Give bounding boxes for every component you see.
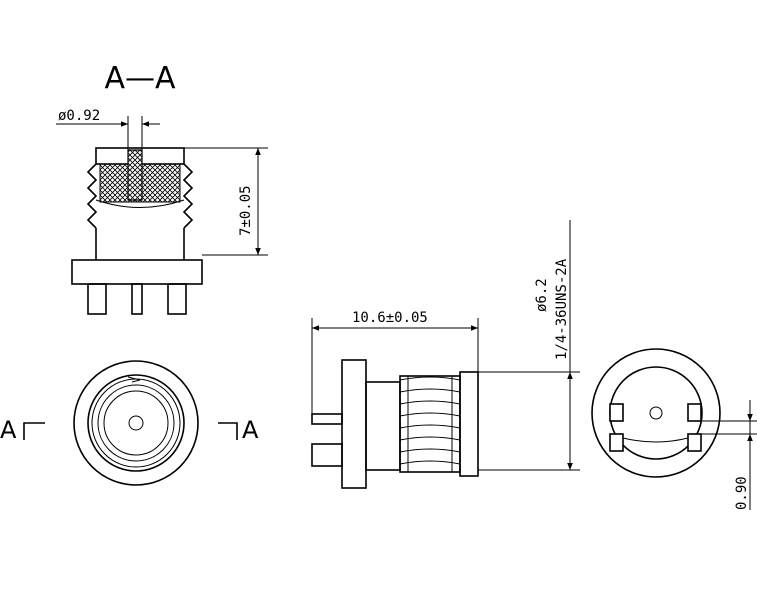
thread-spec-label: 1/4-36UNS-2A (554, 258, 570, 360)
length-label: 10.6±0.05 (352, 310, 428, 326)
height-label: 7±0.05 (238, 185, 254, 236)
section-marker-right-label: A (242, 416, 259, 444)
diameter-dimension: ø6.2 1/4-36UNS-2A (478, 220, 580, 471)
front-view: 0.90 (591, 348, 757, 510)
section-view-a-a: A—A ø0.92 (56, 61, 268, 315)
side-view: 10.6±0.05 (311, 220, 580, 489)
height-dimension: 7±0.05 (184, 147, 268, 256)
section-marker-left: A (0, 416, 45, 444)
pin-offset-dimension: 0.90 (701, 400, 757, 510)
section-marker-left-label: A (0, 416, 17, 444)
section-title: A—A (104, 61, 176, 96)
pin-diameter-label: ø0.92 (58, 108, 100, 124)
thread-lines (399, 376, 461, 472)
end-view: A A (0, 360, 259, 486)
length-dimension: 10.6±0.05 (311, 310, 479, 420)
section-marker-right: A (218, 416, 259, 444)
pin-diameter-dimension: ø0.92 (56, 108, 160, 150)
pin-offset-label: 0.90 (734, 476, 750, 510)
diameter-label: ø6.2 (534, 278, 550, 312)
